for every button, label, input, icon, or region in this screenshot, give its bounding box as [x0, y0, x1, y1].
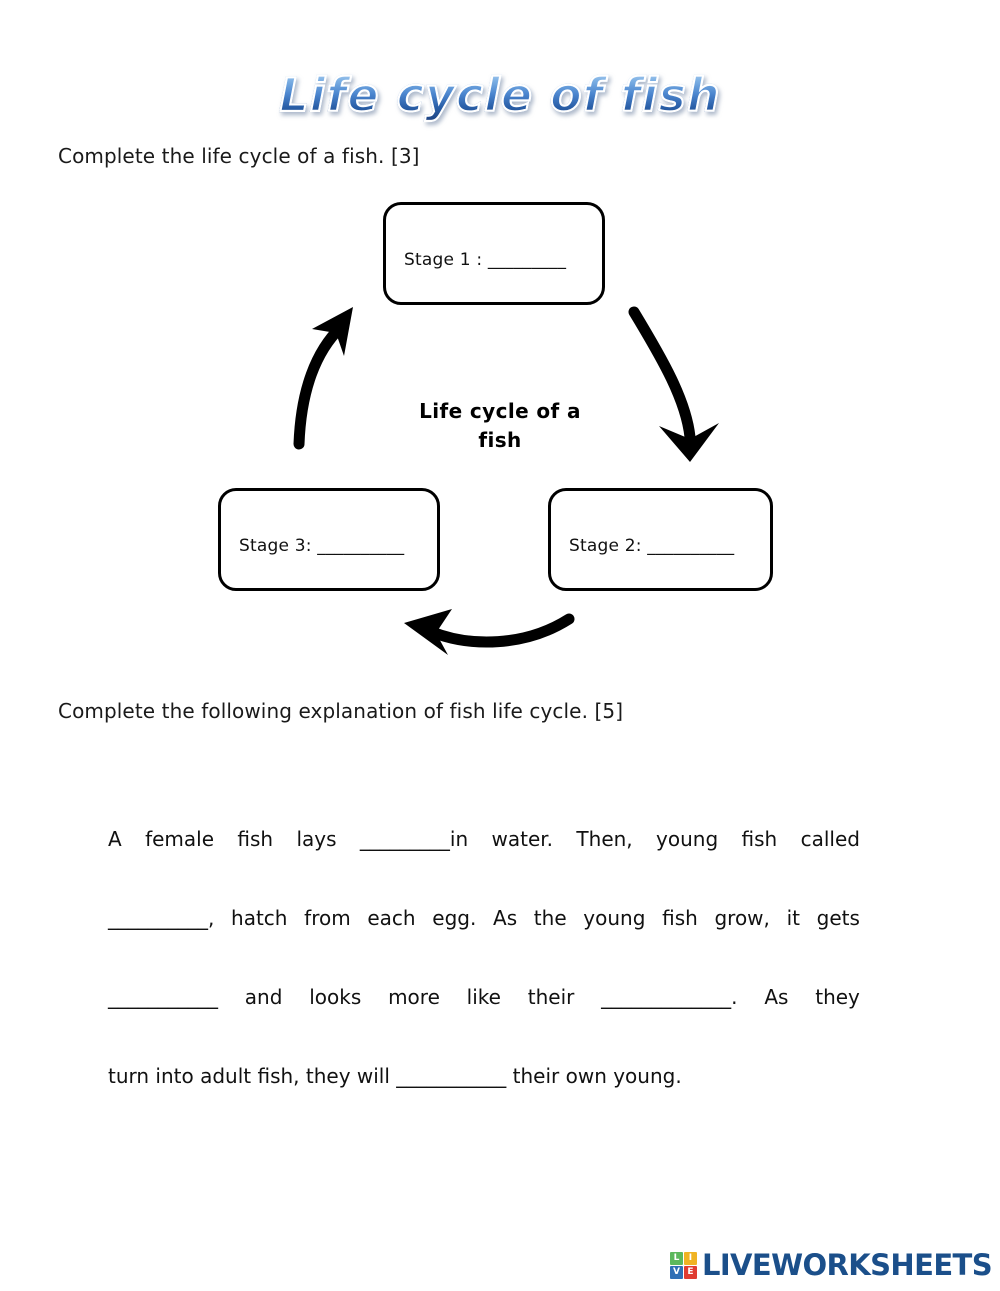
stage-box-1[interactable]: Stage 1 : _________ — [383, 202, 605, 305]
center-label-line-1: Life cycle of a — [419, 399, 581, 423]
liveworksheets-mark-icon: L I V E — [669, 1251, 697, 1279]
logo-tile-e: E — [683, 1265, 697, 1279]
liveworksheets-wordmark: LIVEWORKSHEETS — [701, 1248, 993, 1282]
word: Then, — [576, 827, 633, 851]
stage-2-label: Stage 2: __________ — [569, 535, 735, 556]
diagram-center-label: Life cycle of a fish — [380, 397, 620, 455]
word: it — [786, 906, 800, 930]
stage-1-label: Stage 1 : _________ — [404, 249, 567, 270]
word: grow, — [714, 906, 770, 930]
word: egg. — [432, 906, 477, 930]
word: called — [800, 827, 860, 851]
word: the — [533, 906, 567, 930]
liveworksheets-logo[interactable]: L I V E LIVEWORKSHEETS — [669, 1247, 993, 1283]
arrow-stage1-to-stage2-icon — [628, 306, 719, 462]
stage-3-label: Stage 3: __________ — [239, 535, 405, 556]
word: each — [367, 906, 416, 930]
cycle-arrows — [293, 306, 719, 655]
blank-field[interactable]: _____________. — [601, 985, 738, 1009]
blank-field[interactable]: ___________ — [108, 985, 218, 1009]
word: from — [304, 906, 351, 930]
arrow-stage3-to-stage1-icon — [293, 307, 353, 450]
word: like — [466, 985, 501, 1009]
page-title: Life cycle of fish — [278, 67, 721, 123]
logo-tile-l: L — [669, 1251, 683, 1265]
word: looks — [309, 985, 362, 1009]
logo-tile-i: I — [683, 1251, 697, 1265]
fill-in-the-blank-paragraph[interactable]: A female fish lays _________in water. Th… — [108, 800, 860, 1116]
word: As — [493, 906, 518, 930]
word: fish — [662, 906, 698, 930]
word: A — [108, 827, 122, 851]
word: they — [815, 985, 860, 1009]
blank-field[interactable]: __________, — [108, 906, 215, 930]
arrow-stage2-to-stage3-icon — [404, 609, 575, 655]
instruction-text-second: Complete the following explanation of fi… — [58, 699, 624, 723]
life-cycle-diagram: Stage 1 : _________ Stage 2: __________ … — [0, 185, 1000, 675]
word: young — [656, 827, 719, 851]
word: female — [145, 827, 215, 851]
paragraph-line-2: __________, hatch from each egg. As the … — [108, 879, 860, 958]
word: their — [527, 985, 575, 1009]
word: As — [764, 985, 789, 1009]
blank-field[interactable]: _________in — [359, 827, 469, 851]
word: gets — [816, 906, 860, 930]
word: water. — [491, 827, 554, 851]
word: fish — [237, 827, 274, 851]
word: more — [388, 985, 440, 1009]
word: young — [583, 906, 646, 930]
word: fish — [741, 827, 778, 851]
paragraph-line-4[interactable]: turn into adult fish, they will ________… — [108, 1064, 682, 1088]
stage-box-3[interactable]: Stage 3: __________ — [218, 488, 440, 591]
center-label-line-2: fish — [478, 428, 522, 452]
instruction-text-first: Complete the life cycle of a fish. [3] — [58, 144, 420, 168]
paragraph-line-1: A female fish lays _________in water. Th… — [108, 800, 860, 879]
word: lays — [296, 827, 337, 851]
paragraph-line-3: ___________ and looks more like their __… — [108, 958, 860, 1037]
word: hatch — [231, 906, 288, 930]
logo-tile-v: V — [669, 1265, 683, 1279]
stage-box-2[interactable]: Stage 2: __________ — [548, 488, 773, 591]
page-title-container: Life cycle of fish — [0, 67, 1000, 123]
word: and — [244, 985, 283, 1009]
